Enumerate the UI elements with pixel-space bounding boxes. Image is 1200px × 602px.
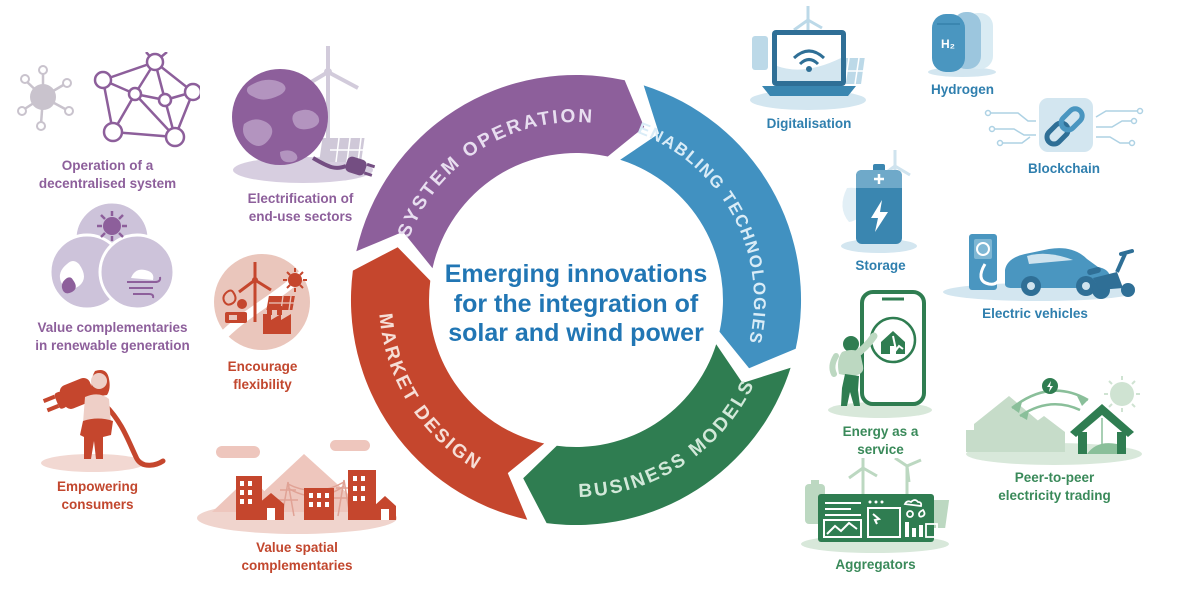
item-energy-as-a-service: Energy as a service — [818, 286, 943, 458]
item-blockchain: Blockchain — [984, 95, 1144, 178]
item-storage: Storage — [833, 148, 928, 275]
item-label: Electric vehicles — [982, 306, 1088, 321]
item-label: Operation of a decentralised system — [38, 158, 177, 191]
item-empowering-consumers: Empowering consumers — [25, 363, 170, 513]
item-label: Storage — [855, 258, 906, 273]
item-operation-decentralised-system: Operation of a decentralised system — [15, 52, 200, 192]
item-electric-vehicles: Electric vehicles — [935, 208, 1135, 323]
item-encourage-flexibility: Encourage flexibility — [205, 250, 320, 393]
item-aggregators: Aggregators — [793, 458, 958, 574]
item-label: Peer-to-peer electricity trading — [998, 470, 1111, 503]
item-label: Electrification of end-use sectors — [247, 191, 354, 224]
item-hydrogen: H₂ Hydrogen — [915, 8, 1010, 99]
item-electrification-end-use: Electrification of end-use sectors — [218, 42, 383, 225]
hydro-glyph — [59, 261, 84, 294]
center-title-line: for the integration of — [453, 289, 699, 318]
item-label: Empowering consumers — [56, 479, 138, 512]
item-label: Blockchain — [1027, 161, 1101, 176]
aggregators-dashboard-icon — [801, 458, 950, 553]
electrification-globe-icon — [232, 46, 376, 183]
hydrogen-tank-label: H₂ — [941, 37, 955, 51]
item-value-complementaries: Value complementaries in renewable gener… — [15, 196, 210, 354]
item-label: Aggregators — [835, 557, 916, 572]
ring-segment-business-models — [523, 344, 791, 526]
item-peer-to-peer: Peer-to-peer electricity trading — [962, 372, 1147, 504]
item-label: Energy as a service — [842, 424, 919, 457]
wind-glyph — [127, 269, 162, 299]
renewable-venn-icon — [48, 200, 176, 311]
center-title-line: Emerging innovations — [444, 260, 708, 288]
center-title: Emerging innovations for the integration… — [406, 260, 746, 349]
ring-segment-enabling-technologies — [620, 85, 802, 369]
digitalisation-laptop-icon — [750, 6, 866, 110]
storage-battery-icon — [841, 150, 917, 253]
flexibility-icon — [214, 254, 311, 350]
spatial-city-icon — [197, 440, 397, 534]
consumer-plug-icon — [41, 370, 166, 472]
ring-segment-system-operation — [356, 74, 645, 269]
item-value-spatial: Value spatial complementaries — [192, 438, 402, 574]
ring-segment-market-design — [350, 247, 545, 520]
item-label: Digitalisation — [766, 116, 852, 131]
decentralised-network-icon — [17, 52, 200, 148]
item-label: Encourage flexibility — [227, 359, 298, 392]
item-label: Value spatial complementaries — [241, 540, 353, 573]
energy-service-phone-icon — [828, 290, 932, 418]
sun-glyph — [97, 211, 127, 241]
blockchain-icon — [984, 98, 1144, 152]
center-title-line: solar and wind power — [448, 319, 704, 347]
item-label: Hydrogen — [930, 82, 994, 97]
hydrogen-tank-icon: H₂ — [928, 12, 996, 77]
item-digitalisation: Digitalisation — [744, 6, 874, 133]
electric-vehicles-icon — [943, 234, 1135, 301]
scooter-glyph — [1087, 249, 1135, 299]
p2p-houses-icon — [966, 376, 1142, 465]
item-label: Value complementaries in renewable gener… — [35, 320, 190, 353]
